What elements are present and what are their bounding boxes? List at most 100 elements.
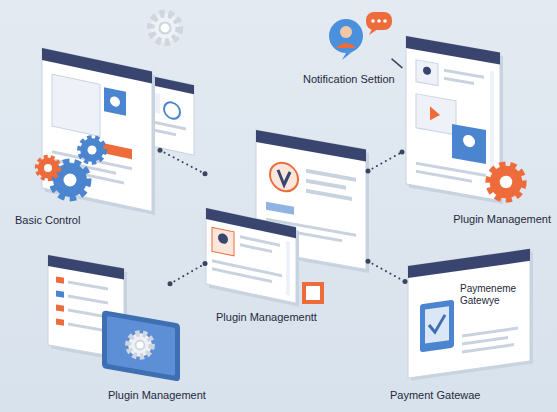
payment-window-part [462,336,508,345]
front-window [206,208,324,307]
basic-control-window-part [151,14,180,43]
plugin-window-part [128,333,151,356]
connector-line [392,59,402,67]
connector-dot [203,261,208,266]
plugin-window-part [416,94,456,135]
basic-control-window-part [42,48,152,211]
window-node: Notification Settion [328,4,392,60]
center-window-part [266,202,294,215]
connector-line [368,152,402,171]
payment-window-part [420,300,454,353]
notification-bubble-part [336,43,356,48]
payment-window-part [429,315,445,333]
front-window-part [206,208,296,303]
plugin-window-part [56,318,64,325]
front-window-part [240,243,272,253]
plugin-window-part [102,310,180,382]
plugin-window-part [416,60,438,86]
front-window-part [286,241,290,296]
basic-control-window-part [110,95,120,107]
connector-dot [168,281,173,286]
connector-dot [366,259,371,264]
plugin-window [406,36,522,204]
payment-window-part [408,248,533,381]
plugin-window-part [444,69,484,79]
window-node: Basic Control [35,30,160,205]
node-caption: Payment Gatewae [390,389,481,402]
node-caption: Plugin Management [108,389,206,402]
notification-bubble-part [371,19,375,23]
front-window-part [218,233,228,245]
basic-control-window-part [38,158,59,179]
plugin-window-part [68,309,102,318]
notification-bubble-part [342,52,352,60]
notification-bubble-part [369,29,378,35]
basic-control-window [38,14,194,215]
basic-control-window-part [52,74,100,136]
connector-dot [400,150,405,155]
plugin-window-part [56,276,64,283]
plugin-window-part [430,106,440,122]
payment-window [408,248,533,381]
center-window-part [278,170,290,186]
basic-control-window-part [104,87,126,116]
plugin-window-part [463,134,475,148]
plugin-window-part [452,124,486,164]
plugin-window-part [423,66,431,75]
plugin-window [48,255,180,382]
window-node: Plugin Management [45,255,170,385]
connector-dot [403,279,408,284]
node-caption: Basic Control [15,214,80,227]
front-window-part [306,286,320,300]
connector-line [170,264,205,284]
connector-dot [366,168,371,173]
plugin-window-part [107,316,175,376]
notification-bubble-part [383,19,387,23]
node-caption: Plugin Management [453,213,551,226]
notification-bubble-part [340,26,352,38]
notification-bubble-part [329,19,363,53]
notification-bubble-part [366,12,392,30]
plugin-window-part [406,36,500,201]
window-node: Paymeneme GatewyePayment Gatewae [405,248,532,385]
payment-window-part [408,249,530,278]
plugin-window-part [416,162,486,177]
plugin-window-part [56,304,64,311]
basic-control-window-part [164,101,180,120]
plugin-window-part [68,323,106,333]
payment-window-part [462,327,518,338]
window-text: Paymeneme Gatewye [460,283,530,307]
payment-window-part [462,343,514,353]
center-window-part [306,189,352,201]
plugin-window-part [416,170,472,183]
window-node: Plugin Management [402,32,522,205]
front-window-part [212,259,282,277]
plugin-window-part [102,310,180,382]
notification-bubble [329,12,392,60]
plugin-window-part [56,290,64,297]
center-window-part [256,130,366,161]
node-caption: Notification Settion [303,73,395,86]
notification-bubble-part [377,19,381,23]
payment-window-part [425,306,449,343]
window-node: Plugin Managementt [205,128,368,305]
plugin-window-part [490,166,523,199]
connector-dot [158,148,163,153]
front-window-part [206,208,299,307]
plugin-window-part [48,255,124,279]
payment-window-part [408,249,530,378]
connector-line [160,150,205,174]
center-window-part [306,169,356,182]
front-window-part [302,282,324,304]
center-window-part [270,160,298,193]
front-window-part [212,267,272,283]
center-window-part [306,179,346,190]
front-window-part [212,227,234,256]
basic-control-window-part [80,138,103,161]
plugin-window-part [68,295,108,305]
plugin-window-part [444,77,474,85]
